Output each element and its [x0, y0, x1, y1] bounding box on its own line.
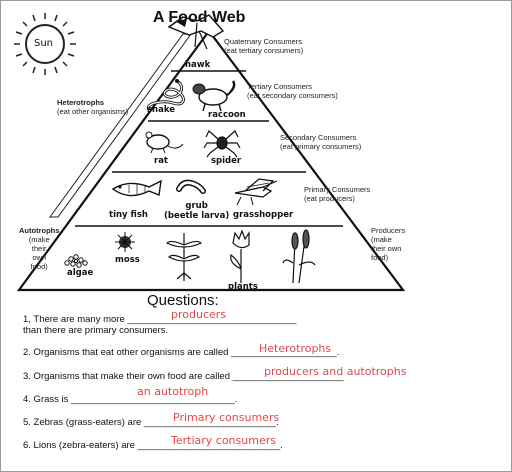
label-fish: tiny fish: [109, 210, 148, 220]
pyramid-dividers: [75, 70, 343, 227]
answer-4[interactable]: an autotroph: [137, 385, 209, 398]
label-grub-desc: (beetle larva): [164, 211, 230, 221]
fish-icon: [111, 179, 162, 197]
raccoon-icon: [192, 80, 236, 112]
answer-5[interactable]: Primary consumers: [173, 411, 280, 424]
moss-icon: [115, 232, 135, 252]
level-producers-line2: (make: [371, 235, 392, 244]
label-rat: rat: [154, 156, 168, 166]
level-secondary-title: Secondary Consumers: [280, 133, 357, 142]
spider-icon: [203, 130, 241, 158]
question-6: 6. Lions (zebra-eaters) are ____________…: [23, 440, 283, 451]
answer-1[interactable]: producers: [171, 308, 227, 321]
question-2: 2. Organisms that eat other organisms ar…: [23, 347, 340, 358]
grub-icon: [176, 179, 206, 194]
aquatic-plant-icon: [165, 233, 203, 281]
question-4: 4. Grass is ____________________________…: [23, 394, 238, 405]
level-quaternary: Quaternary Consumers (eat tertiary consu…: [224, 37, 303, 55]
question-1: 1, There are many more _________________…: [23, 314, 297, 325]
grass-icon: [282, 229, 316, 284]
algae-icon: [64, 254, 88, 268]
answer-6[interactable]: Tertiary consumers: [171, 434, 276, 447]
autotrophs-title: Autotrophs: [19, 226, 60, 235]
answer-2[interactable]: Heterotrophs: [259, 342, 332, 355]
label-hawk: hawk: [185, 60, 211, 70]
question-3: 3. Organisms that make their own food ar…: [23, 371, 344, 382]
food-web-pyramid: [14, 13, 406, 292]
level-tertiary: Tertiary Consumers (eat secondary consum…: [247, 82, 338, 100]
level-secondary-desc: (eat primary consumers): [280, 142, 362, 151]
flower-icon: [230, 229, 250, 283]
level-secondary: Secondary Consumers (eat primary consume…: [280, 133, 361, 151]
level-producers-line3: their own: [371, 244, 402, 253]
label-moss: moss: [115, 255, 140, 265]
snake-icon: [147, 79, 185, 113]
hawk-icon: [167, 14, 225, 50]
question-5: 5. Zebras (grass-eaters) are ___________…: [23, 417, 279, 428]
autotrophs-line2: (make: [28, 235, 50, 244]
heterotrophs-title: Heterotrophs: [57, 98, 105, 107]
level-primary-title: Primary Consumers: [304, 185, 371, 194]
rat-icon: [145, 131, 184, 154]
label-grub: grub (beetle larva): [164, 201, 229, 221]
autotrophs-label: Autotrophs (make their own food): [19, 226, 59, 271]
autotrophs-line3: their: [31, 244, 47, 253]
level-producers: Producers (make their own food): [371, 226, 405, 262]
label-snake: snake: [147, 105, 176, 115]
level-primary: Primary Consumers (eat producers): [304, 185, 370, 203]
sun-label: Sun: [34, 38, 54, 49]
label-plants: plants: [228, 282, 258, 292]
level-producers-title: Producers: [371, 226, 406, 235]
heterotrophs-desc: (eat other organisms): [57, 107, 129, 116]
level-primary-desc: (eat producers): [304, 194, 355, 203]
heterotrophs-label: Heterotrophs (eat other organisms): [57, 98, 128, 116]
level-tertiary-title: Tertiary Consumers: [247, 82, 313, 91]
questions-heading: Questions:: [147, 292, 219, 309]
grasshopper-icon: [234, 178, 278, 206]
label-grasshopper: grasshopper: [233, 210, 294, 220]
autotrophs-line4: own: [32, 253, 47, 262]
sun-icon: [14, 13, 76, 75]
label-raccoon: raccoon: [208, 110, 246, 120]
level-quaternary-title: Quaternary Consumers: [224, 37, 302, 46]
label-spider: spider: [211, 156, 242, 166]
answer-3[interactable]: producers and autotrophs: [264, 365, 407, 378]
level-producers-line4: food): [371, 253, 389, 262]
page-title: A Food Web: [153, 9, 246, 26]
question-1-line2: than there are primary consumers.: [23, 325, 169, 336]
autotrophs-line5: food): [30, 262, 48, 271]
label-algae: algae: [67, 268, 94, 278]
label-grub-name: grub: [185, 201, 208, 211]
level-tertiary-desc: (eat secondary consumers): [247, 91, 338, 100]
level-quaternary-desc: (eat tertiary consumers): [224, 46, 304, 55]
